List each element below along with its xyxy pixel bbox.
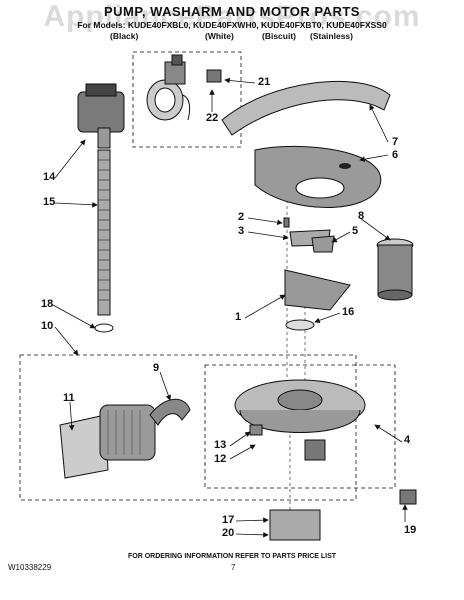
heater-relay-part <box>269 509 321 541</box>
drain-hose-part <box>94 149 114 333</box>
callout-9: 9 <box>153 362 160 374</box>
fitting-part <box>399 489 417 505</box>
main-motor-part <box>59 398 191 479</box>
models-line: For Models: KUDE40FXBL0, KUDE40FXWH0, KU… <box>77 20 387 30</box>
gasket-part <box>285 319 315 331</box>
sump-part <box>234 379 366 461</box>
lower-wash-arm-part <box>221 80 391 136</box>
filter-shield-part <box>254 145 382 208</box>
callout-10: 10 <box>41 320 54 332</box>
callout-21: 21 <box>258 76 271 88</box>
callout-13: 13 <box>214 439 227 451</box>
page-title: PUMP, WASHARM AND MOTOR PARTS <box>104 4 360 19</box>
sensor-part <box>249 424 263 436</box>
callout-17: 17 <box>222 514 235 526</box>
watermark: AppliancePartsPros.com <box>43 0 421 33</box>
callout-5: 5 <box>352 225 359 237</box>
callout-4: 4 <box>404 434 411 446</box>
callout-14: 14 <box>43 171 56 183</box>
callout-6: 6 <box>392 149 399 161</box>
callout-8: 8 <box>358 210 365 222</box>
callout-7: 7 <box>392 136 399 148</box>
filter-part <box>376 238 414 301</box>
document-number: W10338229 <box>8 563 52 572</box>
callout-22: 22 <box>206 112 219 124</box>
callout-12: 12 <box>214 453 227 465</box>
fill-pump-part <box>77 83 125 149</box>
bracket-part-5 <box>311 235 335 253</box>
callout-16: 16 <box>342 306 355 318</box>
color-biscuit: (Biscuit) <box>262 31 296 41</box>
callout-1: 1 <box>235 311 242 323</box>
ordering-note: FOR ORDERING INFORMATION REFER TO PARTS … <box>127 553 337 560</box>
color-black: (Black) <box>110 31 139 41</box>
callout-20: 20 <box>222 527 235 539</box>
callout-15: 15 <box>43 196 56 208</box>
page-number: 7 <box>231 563 236 572</box>
callout-19: 19 <box>404 524 417 536</box>
callout-2: 2 <box>238 211 245 223</box>
color-white: (White) <box>205 31 234 41</box>
color-stainless: (Stainless) <box>310 31 353 41</box>
valve-assembly-part <box>146 54 222 121</box>
dashed-group-10 <box>19 354 357 501</box>
dashed-group-top <box>132 51 242 148</box>
manifold-part <box>284 269 351 311</box>
callout-3: 3 <box>238 225 245 237</box>
callout-11: 11 <box>63 392 75 404</box>
screw-part <box>283 217 290 228</box>
callout-18: 18 <box>41 298 54 310</box>
dashed-group-4 <box>204 364 396 489</box>
